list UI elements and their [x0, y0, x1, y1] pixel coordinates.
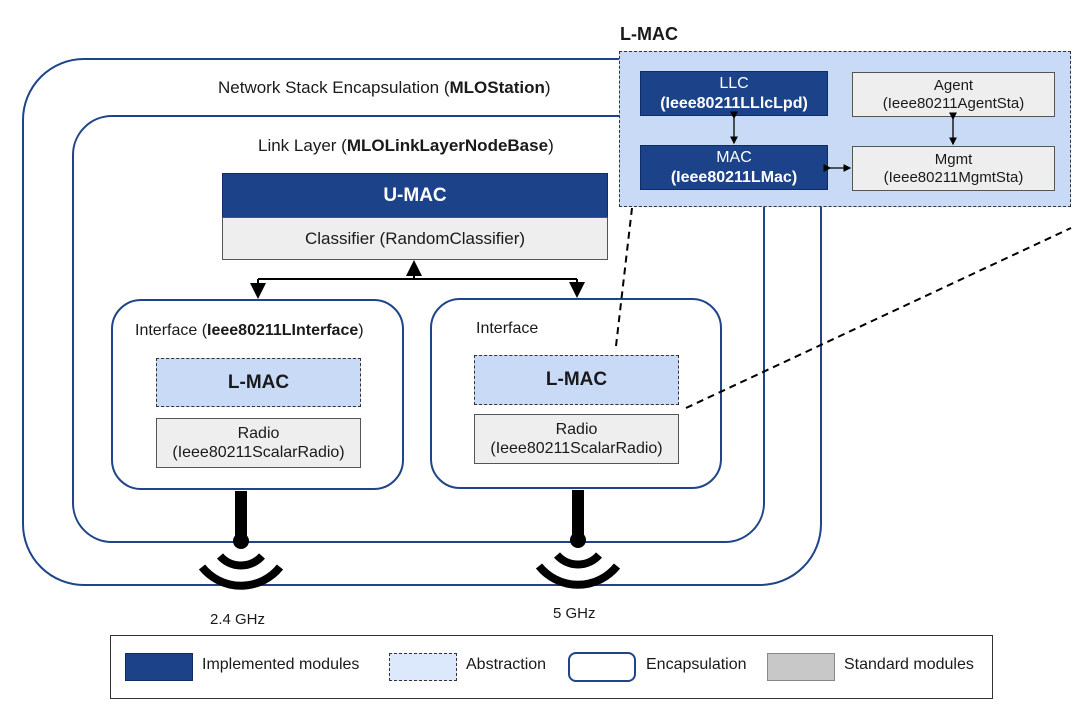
mac-block: MAC (Ieee80211LMac) — [640, 145, 828, 190]
zoom-line-bottom — [685, 227, 1072, 409]
legend-standard-swatch — [767, 653, 835, 681]
antenna-right-icon — [535, 490, 621, 589]
interface-right-label: Interface — [476, 320, 539, 337]
antenna-left-icon — [198, 491, 284, 590]
legend-implemented-swatch — [125, 653, 193, 681]
legend-standard-label: Standard modules — [844, 656, 974, 673]
mgmt-block: Mgmt (Ieee80211MgmtSta) — [852, 146, 1055, 191]
zoom-line-top — [615, 207, 633, 347]
interface-left — [111, 299, 404, 490]
station-label: Network Stack Encapsulation (MLOStation) — [218, 78, 551, 97]
lmac-detail-title: L-MAC — [620, 24, 678, 44]
legend-abstraction-label: Abstraction — [466, 656, 547, 673]
llc-block: LLC (Ieee80211LLlcLpd) — [640, 71, 828, 116]
lmac-right-block: L-MAC — [474, 355, 679, 405]
link-layer-label: Link Layer (MLOLinkLayerNodeBase) — [258, 136, 554, 155]
link-layer-encapsulation — [72, 115, 765, 543]
radio-left-block: Radio (Ieee80211ScalarRadio) — [156, 418, 361, 468]
legend-encapsulation-label: Encapsulation — [646, 656, 747, 673]
legend-implemented-label: Implemented modules — [202, 656, 360, 673]
legend-encapsulation-swatch — [568, 652, 636, 682]
interface-right — [430, 298, 722, 489]
legend-abstraction-swatch — [389, 653, 457, 681]
agent-block: Agent (Ieee80211AgentSta) — [852, 72, 1055, 117]
classifier-block: Classifier (RandomClassifier) — [222, 217, 608, 260]
lmac-left-block: L-MAC — [156, 358, 361, 407]
frequency-left-label: 2.4 GHz — [210, 611, 266, 628]
frequency-right-label: 5 GHz — [553, 605, 596, 622]
interface-left-label: Interface (Ieee80211LInterface) — [135, 322, 364, 339]
station-encapsulation — [22, 58, 822, 586]
legend: Implemented modules Abstraction Encapsul… — [110, 635, 993, 699]
radio-right-block: Radio (Ieee80211ScalarRadio) — [474, 414, 679, 464]
